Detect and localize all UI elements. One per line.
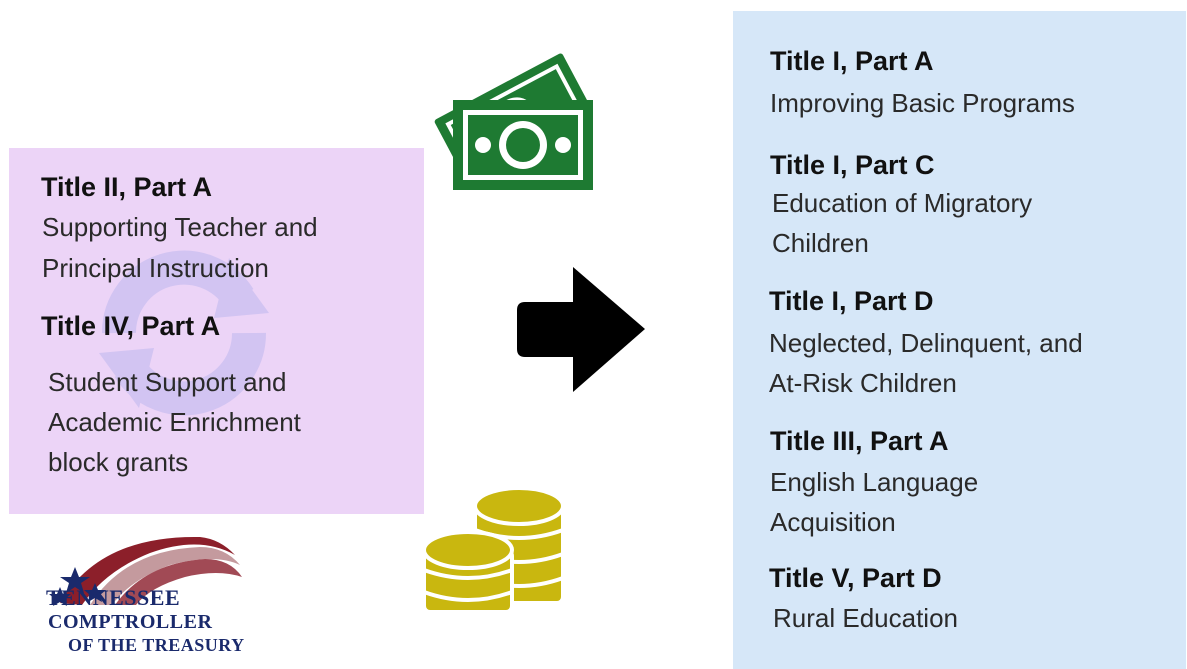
money-bills-icon: [434, 53, 593, 190]
right-item-4-title: Title III, Part A: [770, 426, 949, 456]
arrow-right-icon: [517, 267, 645, 392]
logo-swoosh-icon: [49, 536, 242, 606]
refresh-icon: [99, 250, 269, 416]
logo-line-3: of the Treasury: [68, 635, 245, 655]
left-item-1-title: Title II, Part A: [41, 172, 213, 202]
left-item-1-description-line-2: Principal Instruction: [42, 253, 269, 283]
right-item-2-description-line-2: Children: [772, 228, 869, 258]
left-item-2-title: Title IV, Part A: [41, 311, 221, 341]
right-item-3-description-line-1: Neglected, Delinquent, and: [769, 328, 1083, 358]
left-item-2-description-line-3: block grants: [48, 447, 189, 477]
coins-icon: [422, 486, 565, 614]
left-panel: Title II, Part A Supporting Teacher and …: [9, 148, 424, 514]
right-item-3-title: Title I, Part D: [769, 286, 934, 316]
comptroller-logo: Tennessee Comptroller of the Treasury: [20, 525, 260, 665]
right-item-4-description-line-2: Acquisition: [770, 507, 896, 537]
right-item-3-description-line-2: At-Risk Children: [769, 368, 957, 398]
logo-line-1: Tennessee: [46, 585, 181, 610]
right-item-1-description-line-1: Improving Basic Programs: [770, 88, 1075, 118]
logo-line-2: Comptroller: [48, 611, 213, 633]
left-item-1-description-line-1: Supporting Teacher and: [42, 212, 318, 242]
right-item-1-title: Title I, Part A: [770, 46, 934, 76]
left-item-2-description-line-1: Student Support and: [48, 367, 287, 397]
left-item-2-description-line-2: Academic Enrichment: [48, 407, 301, 437]
right-item-5-description-line-1: Rural Education: [773, 603, 958, 633]
right-panel: Title I, Part A Improving Basic Programs…: [733, 11, 1186, 669]
right-item-2-title: Title I, Part C: [770, 150, 935, 180]
right-item-5-title: Title V, Part D: [769, 563, 942, 593]
right-item-4-description-line-1: English Language: [770, 467, 979, 497]
right-item-2-description-line-1: Education of Migratory: [772, 188, 1033, 218]
